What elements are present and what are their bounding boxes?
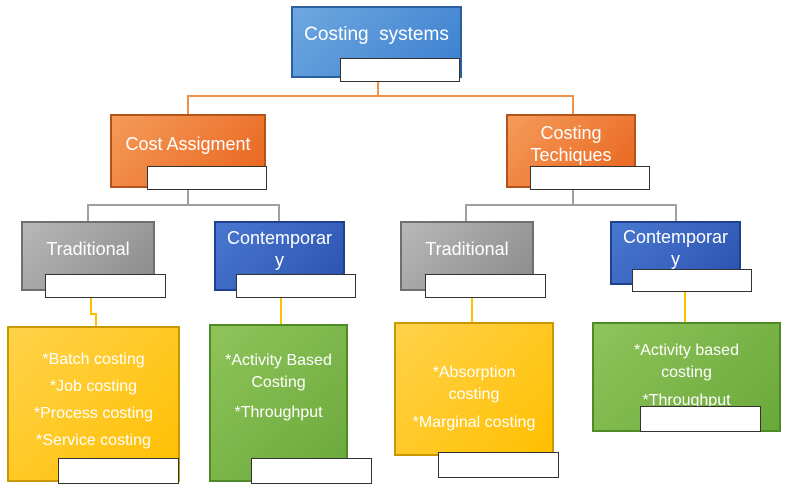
leaf-techniques-traditional: *Absorption costing *Marginal costing [394, 322, 554, 456]
root-label: Costing systems [304, 24, 449, 45]
left-contemporary-label-2: y [275, 250, 284, 270]
right-traditional-caption-box [425, 274, 546, 298]
left-traditional-caption-box [45, 274, 166, 298]
right-contemporary-caption-box [632, 269, 752, 292]
connector-l-trad [87, 204, 89, 221]
connector-r-trad [465, 204, 467, 221]
leaf4-item-1: *Activity based [634, 342, 739, 359]
connector-right-branch [572, 95, 574, 114]
left-contemporary-caption-box [236, 274, 356, 298]
connector-l-cont [278, 204, 280, 221]
costing-techniques-caption-box [530, 166, 650, 190]
connector-root-down [377, 78, 379, 96]
root-caption-box [340, 58, 460, 82]
leaf2-item-1: *Activity Based [225, 352, 332, 369]
connector-left-horizontal [87, 204, 279, 206]
leaf-contemporary-methods: *Activity Based Costing *Throughput [209, 324, 348, 482]
connector-root-horizontal [187, 95, 573, 97]
leaf1-item-2: *Job costing [49, 378, 138, 395]
leaf2-item-3: *Throughput [234, 404, 323, 421]
connector-leaf1 [90, 298, 92, 314]
connector-right-branch-down [572, 188, 574, 205]
connector-leaf3 [471, 298, 473, 322]
leaf1-item-3: *Process costing [33, 405, 154, 422]
connector-left-branch [187, 95, 189, 114]
leaf1-item-4: *Service costing [36, 432, 151, 449]
leaf3-item-2: costing [448, 386, 500, 403]
connector-leaf4 [684, 292, 686, 322]
leaf1-caption-box [58, 458, 179, 484]
leaf4-item-3: *Throughput [642, 392, 731, 409]
connector-leaf1-h [90, 313, 96, 315]
connector-leaf1-b [95, 313, 97, 326]
left-traditional-label: Traditional [46, 238, 130, 259]
cost-assignment-caption-box [147, 166, 267, 190]
right-contemporary-label-2: y [671, 249, 680, 269]
left-contemporary-label-1: Contemporar [226, 228, 333, 248]
connector-right-horizontal [465, 204, 676, 206]
connector-leaf2 [280, 298, 282, 324]
leaf4-item-2: costing [661, 364, 712, 381]
costing-techniques-label-2: Techiques [530, 145, 612, 165]
leaf4-caption-box [640, 406, 761, 432]
costing-techniques-label-1: Costing [540, 123, 602, 143]
leaf3-item-1: *Absorption [432, 364, 516, 381]
right-traditional-label: Traditional [425, 238, 509, 259]
leaf3-caption-box [438, 452, 559, 478]
connector-left-branch-down [187, 188, 189, 205]
cost-assignment-label: Cost Assigment [125, 133, 251, 154]
leaf2-item-2: Costing [251, 374, 306, 391]
leaf3-item-3: *Marginal costing [412, 414, 536, 431]
right-contemporary-label-1: Contemporar [622, 227, 729, 247]
leaf2-caption-box [251, 458, 372, 484]
connector-r-cont [675, 204, 677, 221]
leaf1-item-1: *Batch costing [42, 351, 145, 368]
